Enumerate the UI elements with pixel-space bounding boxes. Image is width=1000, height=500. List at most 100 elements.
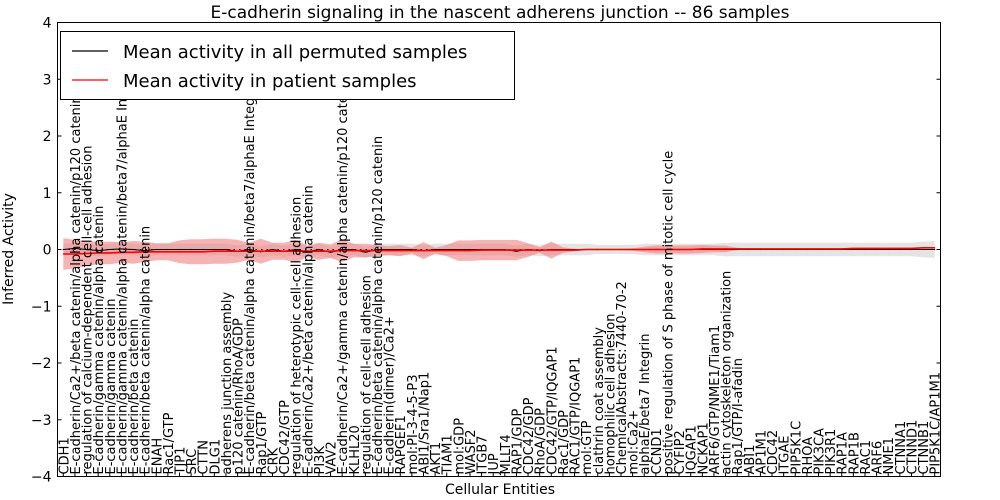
permuted-point bbox=[446, 248, 448, 251]
patient-point bbox=[632, 248, 634, 251]
y-tick-label: 0 bbox=[43, 243, 52, 259]
patient-point bbox=[283, 250, 285, 252]
permuted-point bbox=[167, 248, 169, 251]
x-tick-label: ChemicalAbstracts:7440-70-2 bbox=[615, 281, 630, 474]
patient-point bbox=[225, 250, 227, 252]
x-tick-label: AP1M1 bbox=[754, 430, 769, 475]
x-tick-label: TIAM1 bbox=[441, 434, 456, 475]
x-tick-label: ITGAE bbox=[778, 436, 793, 475]
patient-point bbox=[155, 251, 157, 253]
permuted-point bbox=[213, 248, 215, 251]
patient-point bbox=[376, 250, 378, 252]
permuted-point bbox=[399, 248, 401, 251]
patient-point bbox=[562, 249, 564, 251]
patient-point bbox=[446, 250, 448, 252]
permuted-point bbox=[144, 250, 146, 252]
x-tick-label: CDH1 bbox=[57, 437, 72, 474]
y-tick-label: 1 bbox=[43, 186, 52, 202]
y-tick-label: −3 bbox=[31, 413, 52, 429]
x-tick-label: ITGB7 bbox=[476, 435, 491, 474]
x-tick-label: ARF6 bbox=[871, 441, 886, 475]
permuted-point bbox=[434, 248, 436, 251]
x-tick-label: RhoA/GDP bbox=[534, 408, 549, 475]
patient-point bbox=[306, 250, 308, 252]
patient-point bbox=[666, 248, 669, 251]
patient-point bbox=[422, 250, 425, 252]
patient-point bbox=[480, 249, 483, 251]
patient-point bbox=[341, 250, 343, 252]
x-tick-label: PI3K bbox=[313, 446, 328, 475]
x-tick-label: JUP bbox=[487, 453, 502, 475]
permuted-point bbox=[190, 248, 192, 251]
patient-point bbox=[144, 251, 146, 253]
permuted-point bbox=[248, 248, 250, 251]
x-tick-label: NCKAP1 bbox=[696, 422, 711, 474]
x-tick-label: positive regulation of S phase of mitoti… bbox=[661, 151, 676, 475]
x-tick-label: adherens junction assembly bbox=[220, 292, 235, 475]
x-tick-label: E-cadherin/beta catenin/alpha catenin bbox=[139, 226, 154, 475]
permuted-point bbox=[62, 248, 64, 251]
patient-point bbox=[492, 249, 494, 251]
x-tick-label: RAPGEF1 bbox=[394, 415, 409, 474]
chart-title: E-cadherin signaling in the nascent adhe… bbox=[211, 3, 790, 23]
x-tick-label: CTNNB1 bbox=[917, 421, 932, 475]
patient-point bbox=[759, 248, 762, 250]
patient-point bbox=[74, 253, 76, 255]
permuted-point bbox=[934, 248, 936, 251]
patient-point bbox=[271, 250, 274, 252]
patient-point bbox=[852, 247, 854, 249]
patient-point bbox=[701, 248, 703, 250]
patient-point bbox=[120, 251, 123, 253]
permuted-point bbox=[155, 248, 157, 251]
patient-point bbox=[585, 248, 587, 251]
patient-point bbox=[794, 248, 796, 250]
patient-band bbox=[63, 238, 935, 270]
x-tick-label: PIK3CA bbox=[813, 428, 828, 475]
permuted-point bbox=[225, 248, 227, 251]
patient-point bbox=[771, 248, 773, 250]
patient-point bbox=[748, 248, 750, 250]
x-tick-label: RAP1/GDP bbox=[510, 409, 525, 475]
permuted-point bbox=[353, 248, 355, 251]
x-tick-label: E-cadherin(dimer)/Ca2+ bbox=[383, 316, 398, 474]
x-tick-label: E-cadherin/Ca2+/gamma catenin/alpha cate… bbox=[336, 75, 351, 474]
x-tick-label: E-cadherin/Ca2+/beta catenin/alpha caten… bbox=[69, 95, 84, 474]
x-tick-label: CDC42/GTP bbox=[278, 400, 293, 475]
x-axis-label: Cellular Entities bbox=[445, 482, 555, 498]
patient-point bbox=[690, 248, 692, 251]
patient-point bbox=[922, 247, 924, 249]
x-tick-label: ABI1/Sra1/Nap1 bbox=[417, 372, 432, 475]
x-tick-label: mol:GDP bbox=[452, 418, 467, 475]
x-tick-label: PIP5K1C/AP1M1 bbox=[929, 372, 944, 475]
x-tick-label: regulation of cell-cell adhesion bbox=[359, 275, 374, 474]
y-tick-label: −1 bbox=[31, 299, 52, 315]
patient-point bbox=[829, 248, 831, 250]
y-tick-label: −4 bbox=[31, 470, 52, 486]
x-tick-label: ARF6/GTP/NME1/Tiam1 bbox=[708, 325, 723, 475]
permuted-point bbox=[109, 248, 111, 251]
patient-point bbox=[260, 250, 262, 252]
x-tick-label: CDC42/GDP bbox=[522, 397, 537, 474]
patient-point bbox=[539, 249, 541, 251]
x-tick-label: regulation of calcium-dependent cell-cel… bbox=[81, 146, 96, 475]
patient-point bbox=[167, 251, 169, 253]
x-tick-label: E-cadherin/beta catenin bbox=[127, 319, 142, 475]
x-tick-label: ENAH bbox=[150, 438, 165, 475]
x-tick-label: E-cadherin/beta catenin/alpha catenin/p1… bbox=[371, 136, 386, 475]
patient-point bbox=[353, 250, 355, 252]
patient-point bbox=[504, 249, 506, 251]
patient-point bbox=[527, 249, 529, 251]
permuted-point bbox=[85, 248, 88, 251]
x-tick-label: DLG1 bbox=[208, 439, 223, 475]
y-axis-label: Inferred Activity bbox=[1, 193, 17, 305]
permuted-point bbox=[515, 250, 518, 252]
x-tick-label: E-cadherin/Ca2+/beta catenin/alpha caten… bbox=[301, 185, 316, 474]
patient-point bbox=[318, 250, 320, 252]
patient-point bbox=[469, 250, 471, 252]
patient-point bbox=[411, 250, 413, 252]
patient-point bbox=[132, 251, 134, 253]
patient-point bbox=[736, 248, 738, 250]
permuted-point bbox=[120, 248, 123, 250]
